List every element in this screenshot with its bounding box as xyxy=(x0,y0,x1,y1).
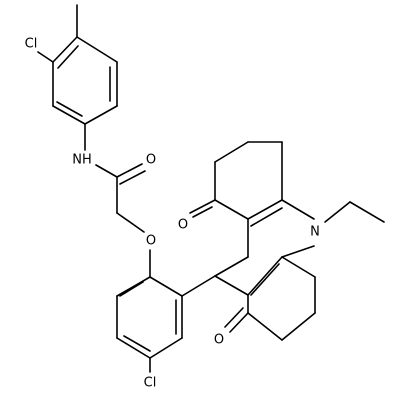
bond xyxy=(247,199,283,220)
bond xyxy=(52,105,86,125)
atom-label-o-ketone-lower: O xyxy=(214,333,224,348)
bond xyxy=(281,245,315,258)
bond xyxy=(116,163,143,178)
bond xyxy=(214,141,249,163)
bond xyxy=(116,337,151,359)
atom-label-cl-bottom: Cl xyxy=(144,376,157,391)
bond xyxy=(214,256,249,277)
bond xyxy=(76,36,118,63)
bond xyxy=(37,51,54,63)
bond xyxy=(57,45,79,69)
bond xyxy=(181,275,216,297)
bond xyxy=(281,256,316,278)
bond xyxy=(123,335,151,352)
bond xyxy=(229,312,249,333)
bond xyxy=(95,164,118,178)
bond xyxy=(324,201,351,223)
bond xyxy=(189,199,216,214)
bond xyxy=(250,263,280,296)
bond xyxy=(349,201,385,223)
bond xyxy=(250,207,283,227)
bond xyxy=(56,101,83,117)
bond xyxy=(192,206,213,218)
atom-label-o-ketone-upper: O xyxy=(178,218,188,233)
bond xyxy=(52,36,78,63)
bond xyxy=(149,337,183,359)
atom-labels: Cl NH O O O N O Cl xyxy=(25,37,320,391)
atom-label-nh: NH xyxy=(72,153,92,168)
bond xyxy=(116,212,145,233)
bond xyxy=(247,312,283,341)
bond xyxy=(281,312,316,341)
atom-label-n-ring: N xyxy=(310,225,320,240)
bond xyxy=(116,276,151,297)
atom-label-o-ether: O xyxy=(146,234,156,249)
bond xyxy=(224,307,244,328)
bond xyxy=(119,170,146,185)
bond xyxy=(149,276,183,297)
bond xyxy=(214,275,249,296)
atom-label-cl-top: Cl xyxy=(25,37,38,52)
bonds xyxy=(37,4,385,373)
bond xyxy=(119,281,144,297)
bond xyxy=(247,256,283,296)
atom-label-o-amide: O xyxy=(146,153,156,168)
bond xyxy=(84,105,118,125)
bond xyxy=(281,199,315,220)
bond xyxy=(214,199,249,220)
